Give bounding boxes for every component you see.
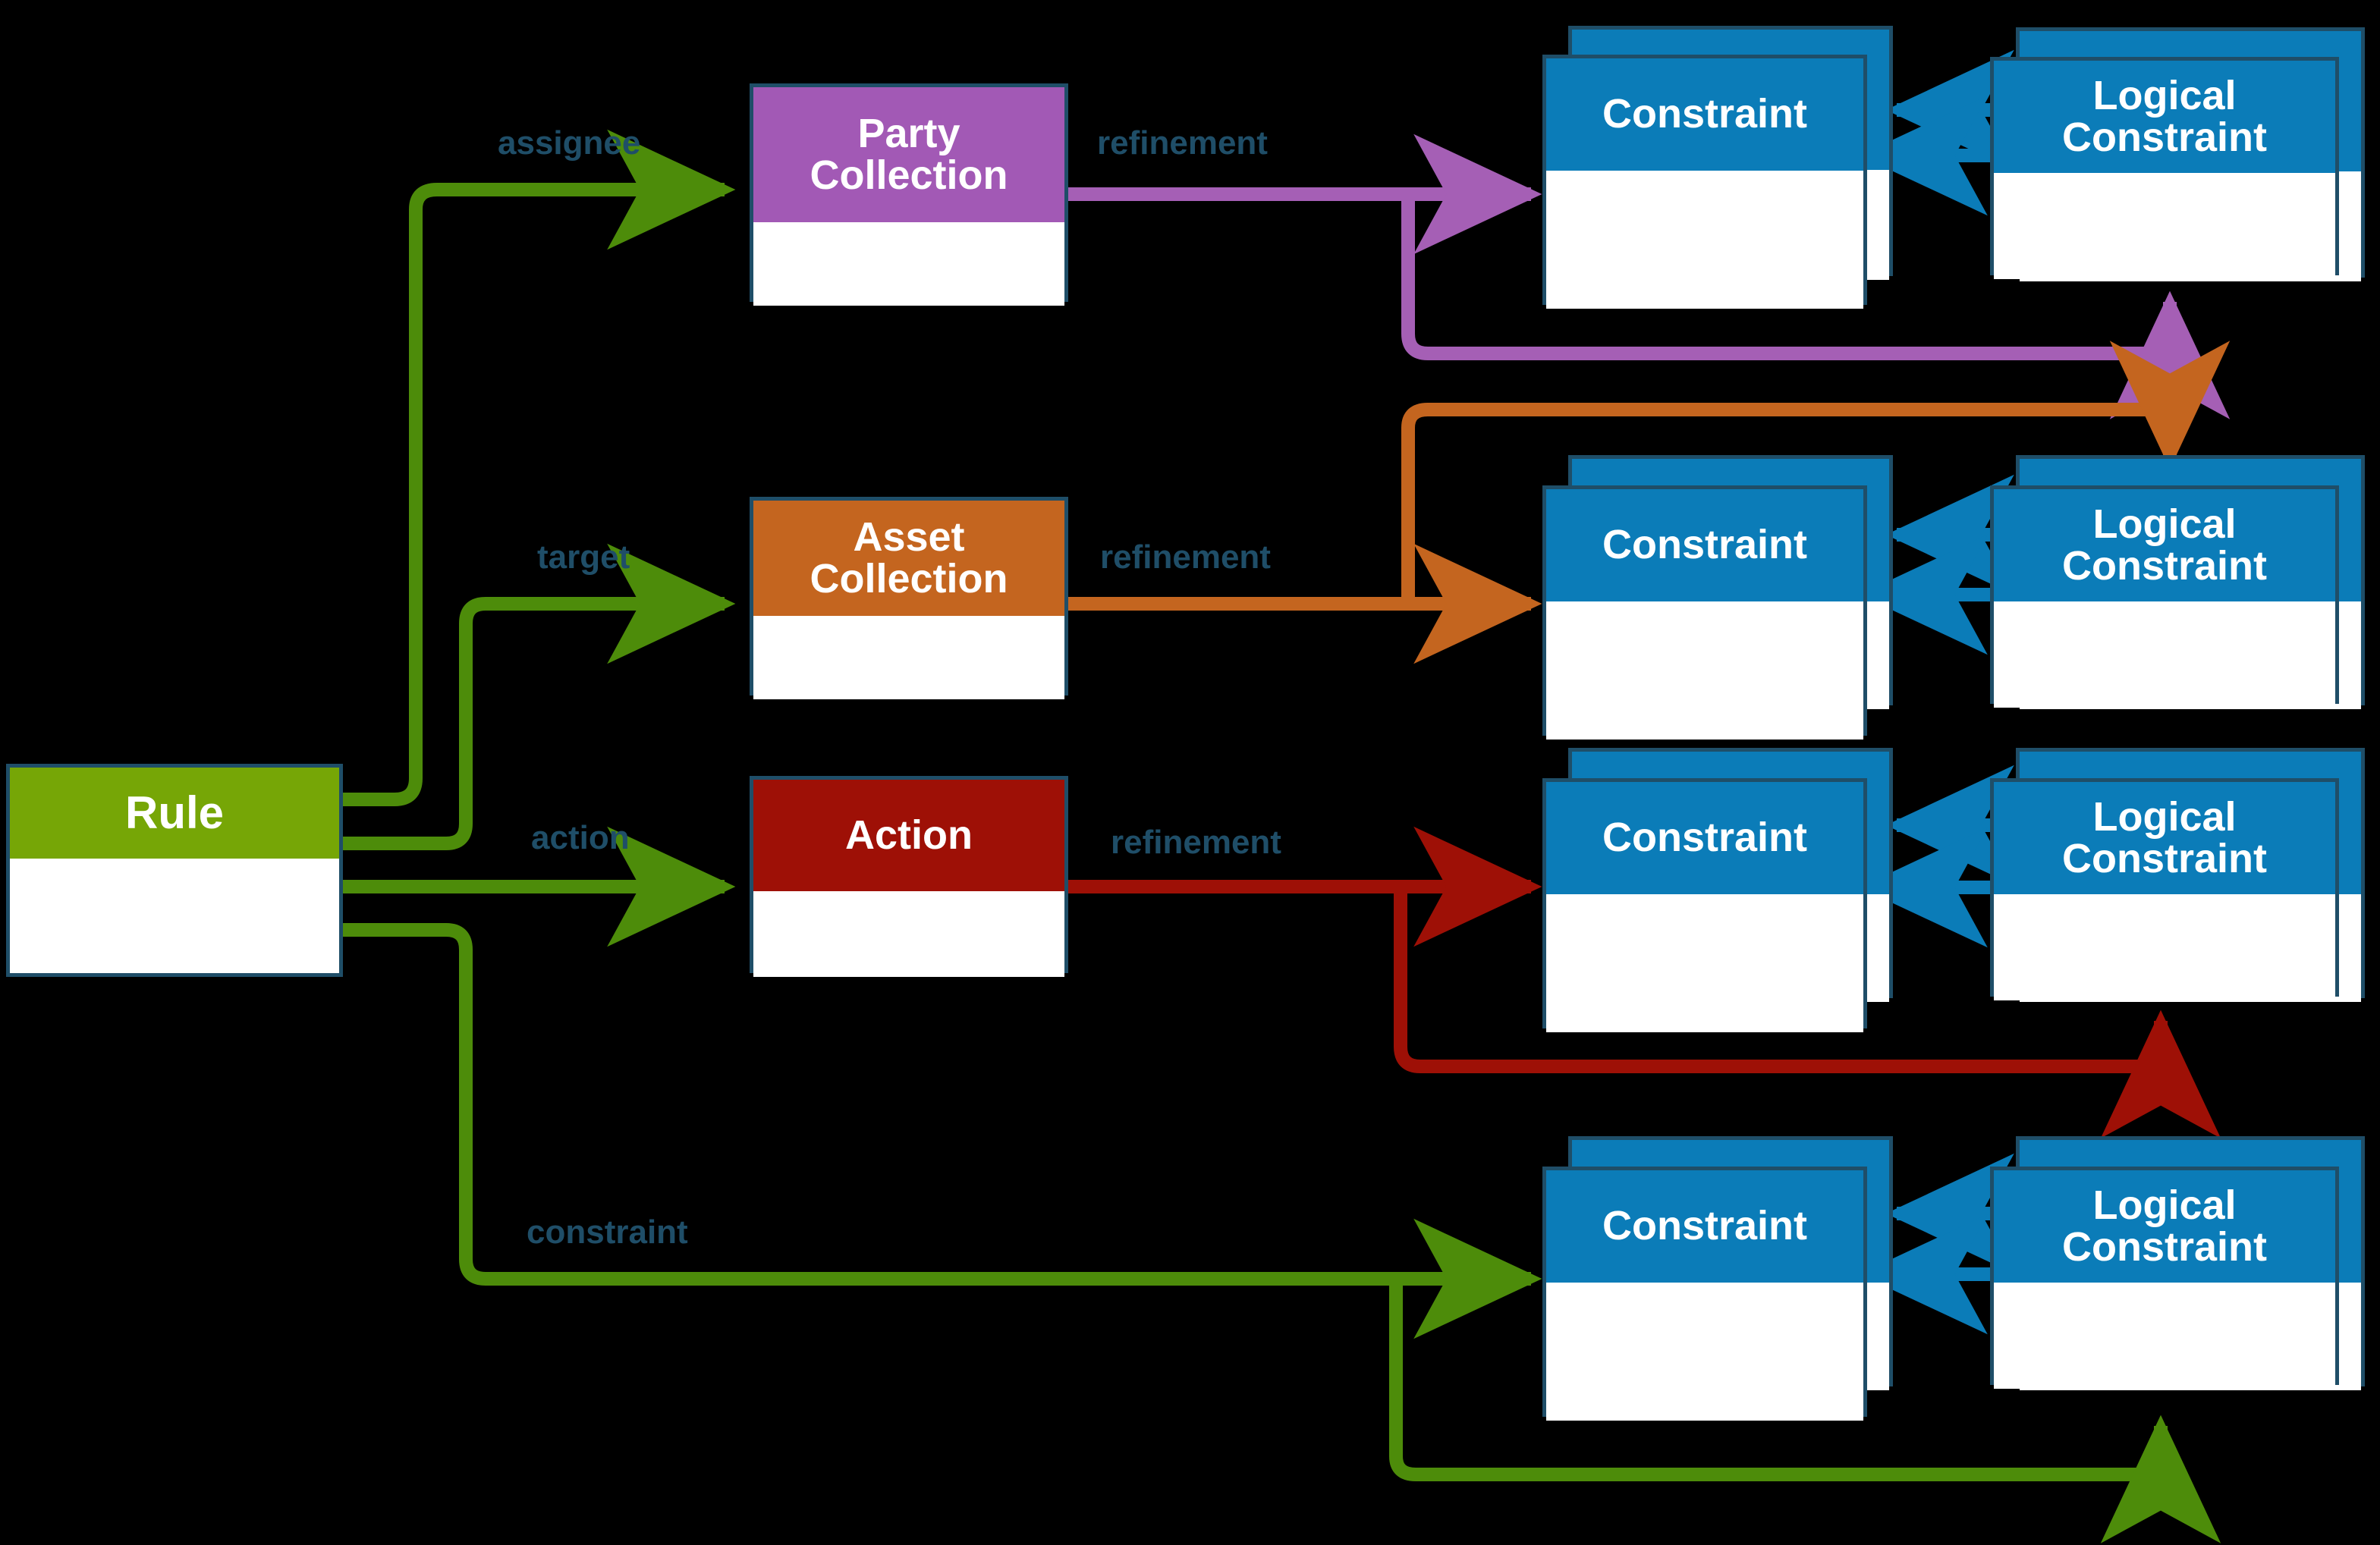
edge-label-assignee: assignee — [498, 124, 641, 162]
node-party-collection-header: Party Collection — [753, 87, 1064, 222]
edge-label-refinement-2: refinement — [1100, 539, 1271, 576]
node-logical-constraint-2-label-line1: Logical — [2092, 501, 2237, 547]
node-party-collection-body — [753, 222, 1064, 306]
edge-label-refinement-1: refinement — [1097, 124, 1268, 162]
node-constraint-4-header: Constraint — [1546, 1170, 1863, 1283]
node-constraint-2-body — [1546, 601, 1863, 740]
node-party-collection[interactable]: Party Collection — [750, 83, 1068, 306]
edge-constraint-to-logical — [1389, 1279, 2221, 1543]
node-logical-constraint-3-label-line2: Constraint — [2062, 836, 2267, 881]
node-logical-constraint-4-header: Logical Constraint — [1994, 1170, 2335, 1283]
node-action-body — [753, 891, 1064, 977]
node-logical-constraint-2[interactable]: Logical Constraint — [1990, 485, 2339, 708]
node-constraint-3[interactable]: Constraint — [1542, 778, 1867, 1032]
edge-label-action: action — [531, 819, 630, 856]
node-asset-collection[interactable]: Asset Collection — [750, 497, 1068, 699]
node-logical-constraint-3-body — [1994, 894, 2335, 1000]
node-logical-constraint-1-label-line2: Constraint — [2062, 115, 2267, 160]
node-logical-constraint-3[interactable]: Logical Constraint — [1990, 778, 2339, 1000]
node-constraint-1-header: Constraint — [1546, 58, 1863, 171]
node-asset-collection-header: Asset Collection — [753, 501, 1064, 616]
node-logical-constraint-4-label-line2: Constraint — [2062, 1224, 2267, 1270]
node-constraint-3-header: Constraint — [1546, 782, 1863, 894]
node-constraint-3-body — [1546, 894, 1863, 1032]
node-logical-constraint-4-label-line1: Logical — [2092, 1182, 2237, 1228]
node-constraint-2-header: Constraint — [1546, 489, 1863, 601]
node-logical-constraint-4-body — [1994, 1283, 2335, 1389]
node-party-collection-label-line1: Party — [857, 110, 960, 156]
node-logical-constraint-4[interactable]: Logical Constraint — [1990, 1167, 2339, 1389]
node-action-label: Action — [845, 812, 973, 858]
node-logical-constraint-1[interactable]: Logical Constraint — [1990, 57, 2339, 279]
node-constraint-2-label: Constraint — [1602, 522, 1807, 568]
node-rule-header: Rule — [10, 768, 339, 859]
node-asset-collection-label-line2: Collection — [810, 556, 1008, 601]
node-action-header: Action — [753, 780, 1064, 891]
node-constraint-1-body — [1546, 171, 1863, 309]
node-constraint-2[interactable]: Constraint — [1542, 485, 1867, 740]
node-asset-collection-body — [753, 616, 1064, 699]
edge-label-target: target — [537, 539, 630, 576]
node-constraint-1-label: Constraint — [1602, 91, 1807, 137]
edge-refinement-action-to-logical — [1394, 887, 2221, 1138]
node-logical-constraint-3-header: Logical Constraint — [1994, 782, 2335, 894]
edge-assignee — [343, 129, 736, 806]
edge-constraint — [343, 923, 1542, 1339]
node-logical-constraint-1-body — [1994, 173, 2335, 279]
node-constraint-4-body — [1546, 1283, 1863, 1421]
node-logical-constraint-3-label-line1: Logical — [2092, 793, 2237, 840]
node-constraint-4-label: Constraint — [1602, 1203, 1807, 1249]
node-logical-constraint-2-body — [1994, 601, 2335, 708]
node-logical-constraint-1-header: Logical Constraint — [1994, 61, 2335, 173]
node-logical-constraint-1-label-line1: Logical — [2092, 72, 2237, 118]
node-asset-collection-label-line1: Asset — [853, 513, 965, 560]
node-constraint-3-label: Constraint — [1602, 815, 1807, 861]
node-constraint-4[interactable]: Constraint — [1542, 1167, 1867, 1421]
node-logical-constraint-2-header: Logical Constraint — [1994, 489, 2335, 601]
edge-label-refinement-3: refinement — [1111, 824, 1281, 861]
node-logical-constraint-2-label-line2: Constraint — [2062, 543, 2267, 589]
node-rule-label: Rule — [124, 787, 225, 839]
node-rule-body — [10, 859, 339, 973]
node-party-collection-label-line2: Collection — [810, 152, 1008, 198]
edge-target — [343, 543, 736, 850]
edge-label-constraint: constraint — [527, 1214, 688, 1251]
node-constraint-1[interactable]: Constraint — [1542, 55, 1867, 309]
node-rule[interactable]: Rule — [6, 764, 343, 977]
edge-refinement-asset-to-logical — [1401, 341, 2231, 604]
node-action[interactable]: Action — [750, 776, 1068, 977]
